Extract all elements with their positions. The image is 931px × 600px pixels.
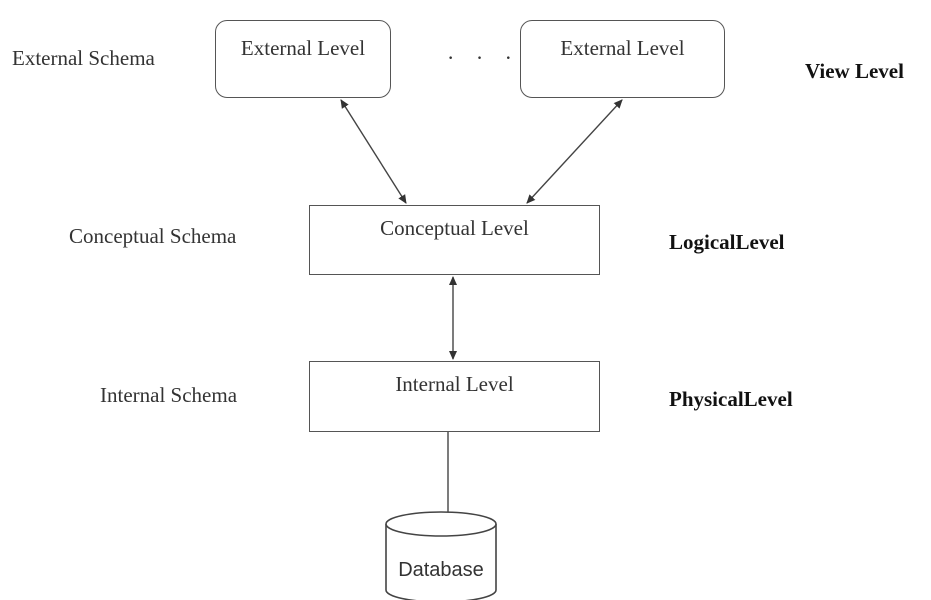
external-schema-label: External Schema (12, 46, 155, 70)
conceptual-level-box: Conceptual Level (309, 205, 600, 275)
database-cylinder-icon (385, 511, 497, 600)
external-level-left-text: External Level (240, 36, 366, 60)
arrow-external-left-to-conceptual (340, 99, 407, 204)
database-label: Database (398, 559, 484, 581)
ellipsis: · · · (447, 45, 520, 70)
external-level-box-left: External Level (215, 20, 391, 98)
view-level-label: View Level (805, 59, 904, 83)
internal-level-box: Internal Level (309, 361, 600, 432)
internal-schema-label: Internal Schema (100, 383, 238, 407)
logical-level-label: LogicalLevel (669, 230, 785, 254)
physical-level-label: PhysicalLevel (669, 387, 793, 411)
conceptual-schema-label: Conceptual Schema (69, 224, 237, 248)
external-level-box-right: External Level (520, 20, 725, 98)
internal-level-text: Internal Level (395, 372, 514, 396)
conceptual-level-text: Conceptual Level (380, 216, 529, 240)
arrow-external-right-to-conceptual (526, 99, 623, 204)
external-level-right-text: External Level (560, 36, 685, 60)
